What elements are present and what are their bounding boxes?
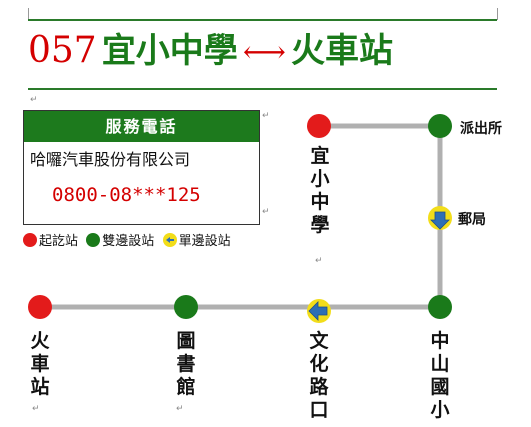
paragraph-mark: ↵	[262, 207, 270, 217]
legend-both-label: 雙邊設站	[102, 234, 155, 249]
route-arrow: ⟷	[242, 35, 286, 70]
stop-post-label: 郵局	[458, 212, 486, 228]
stop-zhongshan-label: 中山國小	[430, 330, 450, 421]
route-title: 057 宜小中學 ⟷ 火車站	[28, 33, 393, 69]
paragraph-mark: ↵	[176, 404, 184, 414]
corner-mark-right	[497, 8, 498, 20]
paragraph-mark: ↵	[30, 95, 38, 105]
route-number: 057	[28, 30, 97, 71]
service-phone-number: 0800-08***125	[52, 184, 201, 206]
corner-mark-left	[28, 8, 29, 20]
terminal-dot-icon	[23, 233, 37, 247]
stop-wenhua-marker	[307, 299, 331, 323]
paragraph-mark: ↵	[32, 404, 40, 414]
company-name: 哈囉汽車股份有限公司	[24, 150, 259, 170]
stop-yixiao-marker	[307, 114, 331, 138]
title-top-rule	[28, 19, 497, 21]
stop-library-marker	[174, 295, 198, 319]
legend-start-label: 起訖站	[39, 234, 79, 249]
stop-zhongshan-marker	[428, 295, 452, 319]
stop-library-label: 圖書館	[176, 330, 196, 398]
paragraph-mark: ↵	[262, 111, 270, 121]
service-phone-box: 服務電話 哈囉汽車股份有限公司 0800-08***125	[23, 110, 260, 225]
one-way-dot-icon	[162, 233, 177, 247]
legend-single-label: 單邊設站	[178, 234, 231, 249]
stop-legend: 起訖站 雙邊設站 單邊設站	[23, 233, 231, 250]
company-name-text: 哈囉汽車股份有限公司	[30, 150, 191, 169]
stop-station-label: 火車站	[30, 330, 50, 398]
route-line-upper	[319, 123, 443, 307]
stop-wenhua-label: 文化路口	[309, 330, 329, 421]
paragraph-mark: ↵	[315, 256, 323, 266]
stop-post-marker	[428, 206, 452, 230]
title-bottom-rule	[28, 88, 497, 90]
route-origin: 宜小中學	[101, 31, 238, 71]
stop-police-marker	[428, 114, 452, 138]
bidirectional-dot-icon	[86, 233, 101, 247]
stop-station-marker	[28, 295, 52, 319]
stop-police-label: 派出所	[460, 121, 502, 137]
stop-yixiao-label: 宜小中學	[310, 145, 330, 236]
service-heading: 服務電話	[24, 111, 259, 142]
route-destination: 火車站	[291, 31, 394, 71]
